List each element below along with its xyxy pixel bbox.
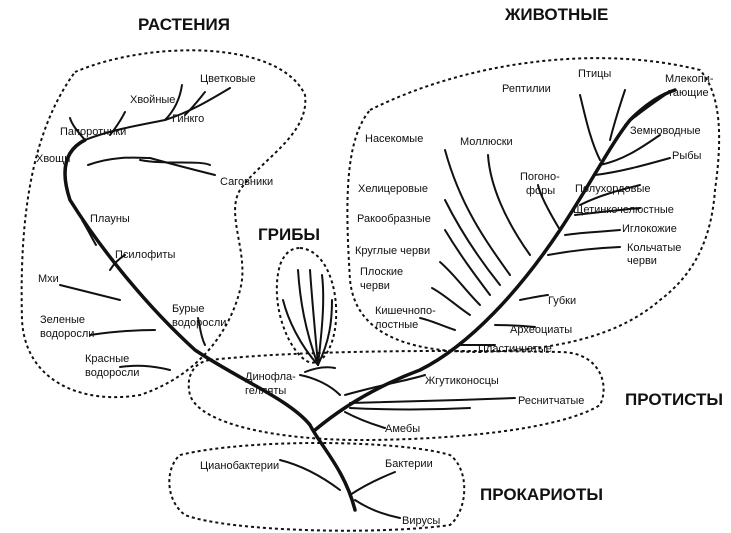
label-amphibians: Земноводные: [630, 125, 701, 137]
label-ginkgo: Гинкго: [172, 113, 204, 125]
plant-branches: [59, 84, 231, 371]
protists-enclosure: [187, 349, 605, 442]
label-club-mosses: Плауны: [90, 213, 130, 225]
label-crustaceans: Ракообразные: [357, 213, 431, 225]
label-chaetognaths: Щетинкочелюстные: [573, 204, 674, 216]
label-ciliates: Реснитчатые: [518, 395, 584, 407]
label-pogonophora-2: форы: [526, 185, 555, 197]
group-animals: ЖИВОТНЫЕ: [504, 5, 608, 24]
fungi-enclosure: [275, 246, 338, 364]
group-prokaryotes: ПРОКАРИОТЫ: [480, 485, 603, 504]
label-sponges: Губки: [548, 295, 576, 307]
group-protists: ПРОТИСТЫ: [625, 390, 723, 409]
label-flowering: Цветковые: [200, 73, 256, 85]
label-echinoderms: Иглокожие: [622, 223, 677, 235]
label-red-algae-2: водоросли: [85, 367, 139, 379]
label-cyanobacteria: Цианобактерии: [200, 460, 279, 472]
label-insects: Насекомые: [365, 133, 423, 145]
group-plants: РАСТЕНИЯ: [138, 15, 230, 34]
label-birds: Птицы: [578, 68, 611, 80]
label-green-algae-1: Зеленые: [40, 314, 85, 326]
label-fish: Рыбы: [672, 150, 702, 162]
label-mosses: Мхи: [38, 273, 59, 285]
label-roundworms: Круглые черви: [355, 245, 430, 257]
label-conifers: Хвойные: [130, 94, 175, 106]
label-pogonophora-1: Погоно-: [520, 171, 560, 183]
protist-branches: [299, 374, 516, 429]
label-hemichordates: Полухордовые: [575, 183, 650, 195]
label-bacteria: Бактерии: [385, 458, 433, 470]
label-horsetails: Хвощи: [36, 153, 70, 165]
label-mammals-1: Млекопи-: [665, 73, 714, 85]
prokaryotes-enclosure: [168, 441, 466, 532]
label-reptiles: Рептилии: [502, 83, 551, 95]
label-dinoflagellates-1: Динофла-: [245, 371, 296, 383]
label-flatworms-1: Плоские: [360, 266, 403, 278]
label-green-algae-2: водоросли: [40, 328, 94, 340]
label-cnidarians-1: Кишечнопо-: [375, 305, 436, 317]
label-molluscs: Моллюски: [460, 136, 513, 148]
trunk: [63, 138, 357, 512]
label-ferns: Папоротники: [60, 126, 126, 138]
label-cycads: Саговники: [220, 176, 273, 188]
animal-branches: [419, 89, 671, 346]
label-amoebas: Амебы: [385, 423, 420, 435]
label-mammals-2: тающие: [668, 87, 709, 99]
label-red-algae-1: Красные: [85, 353, 129, 365]
label-annelids-2: черви: [627, 255, 657, 267]
label-brown-algae-1: Бурые: [172, 303, 205, 315]
label-archaeocyaths: Археоциаты: [510, 324, 572, 336]
label-flatworms-2: черви: [360, 280, 390, 292]
fungi-branches: [282, 269, 336, 373]
label-dinoflagellates-2: гелляты: [245, 385, 286, 397]
label-brown-algae-2: водоросли: [172, 317, 226, 329]
label-cnidarians-2: лостные: [375, 319, 418, 331]
label-viruses: Вирусы: [402, 515, 440, 527]
label-placozoa: Пластинчатые: [478, 343, 552, 355]
group-fungi: ГРИБЫ: [258, 225, 320, 244]
label-flagellates: Жгутиконосцы: [425, 375, 499, 387]
label-chelicerates: Хелицеровые: [358, 183, 428, 195]
prokaryote-branches: [279, 459, 401, 519]
label-annelids-1: Кольчатые: [627, 242, 681, 254]
animals-enclosure: [346, 57, 721, 354]
label-psilophytes: Псилофиты: [115, 249, 175, 261]
